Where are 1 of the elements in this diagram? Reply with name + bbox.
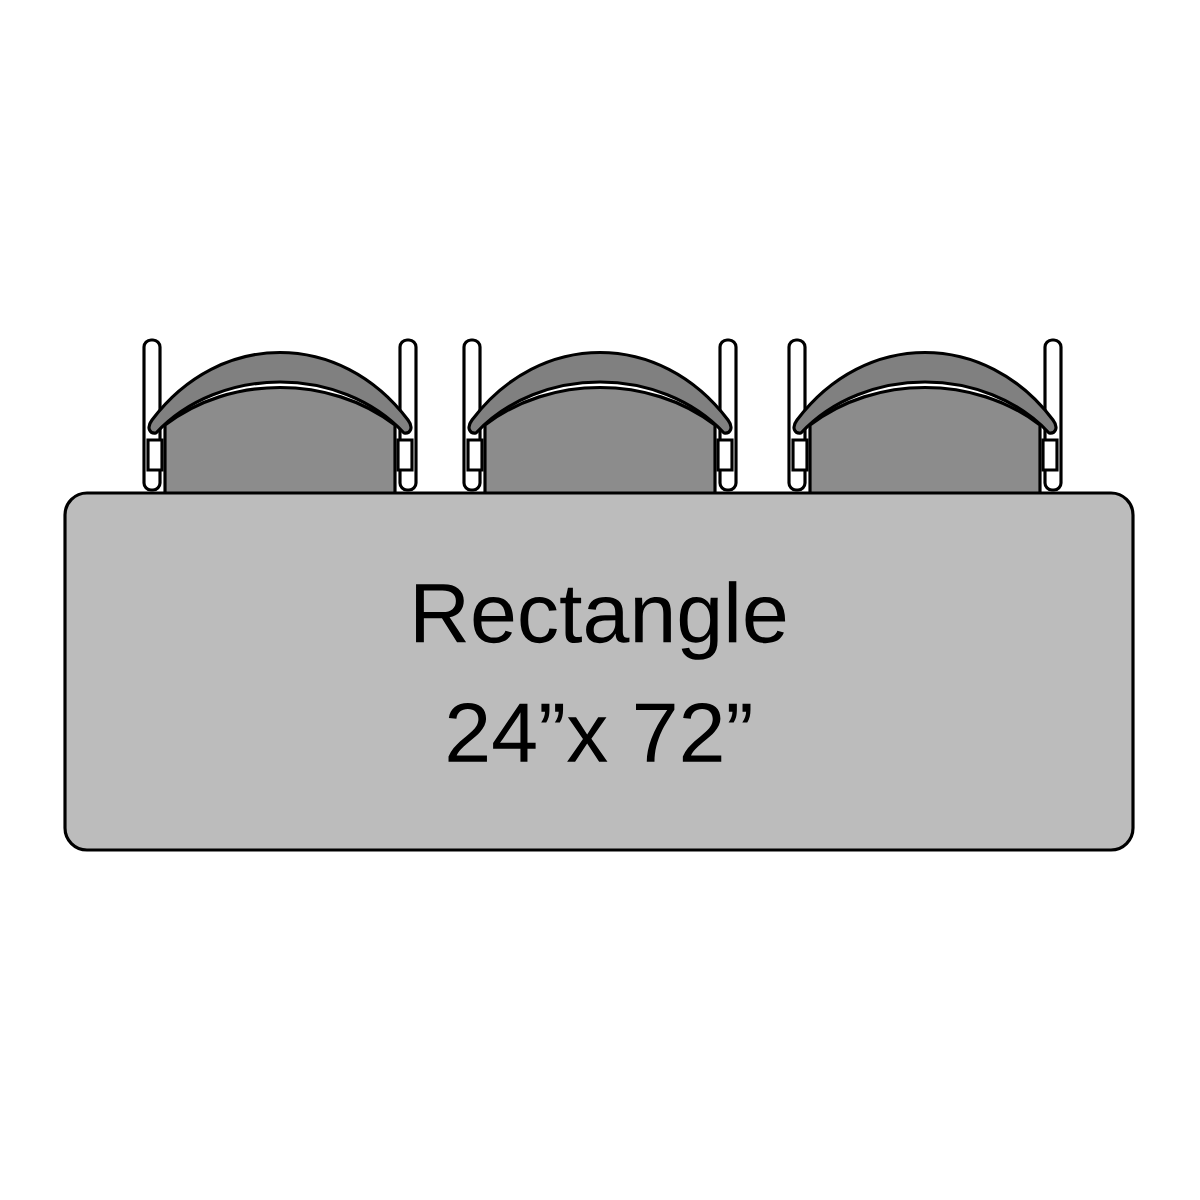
table-top: Rectangle 24”x 72” <box>63 491 1135 852</box>
